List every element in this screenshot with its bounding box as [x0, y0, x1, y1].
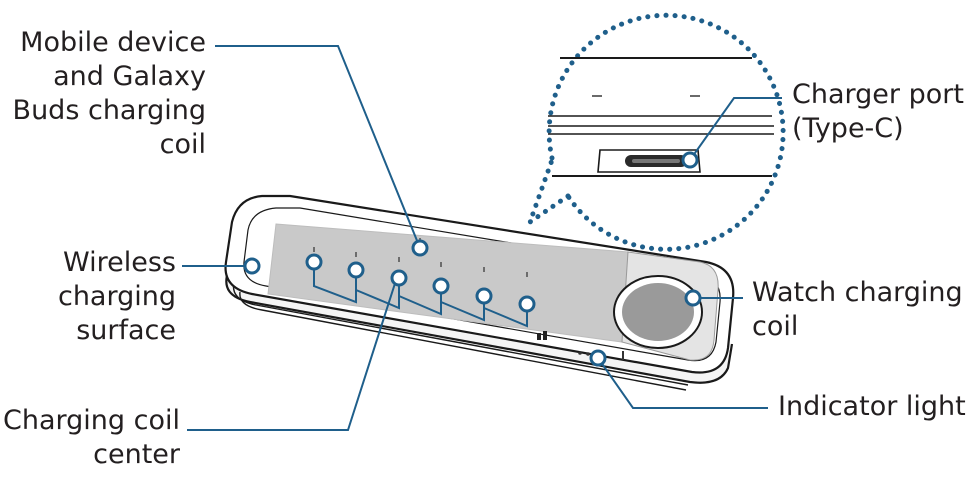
label-line: and Galaxy	[53, 61, 206, 92]
usb-c-port	[597, 149, 701, 173]
label-line: Charging coil	[3, 405, 180, 436]
label-line: Charger port	[792, 79, 964, 110]
label-line: Mobile device	[20, 27, 206, 58]
callout-lines	[182, 45, 782, 431]
zoom-device-edge	[548, 57, 774, 177]
callout-endpoints	[243, 151, 702, 367]
port-zoom-callout	[525, 7, 786, 252]
label-line: charging	[57, 281, 176, 312]
label-line: Indicator light	[778, 391, 966, 422]
label-indicator-light: Indicator light	[778, 390, 966, 424]
status-icon	[537, 331, 547, 340]
label-watch-charging-coil: Watch charging coil	[752, 276, 963, 344]
watch-coil-pad	[622, 283, 694, 341]
label-charging-coil-center: Charging coil center	[0, 404, 180, 472]
label-mobile-charging-coil: Mobile device and Galaxy Buds charging c…	[0, 26, 206, 162]
label-line: Buds charging	[12, 95, 206, 126]
label-line: (Type-C)	[792, 113, 904, 144]
watch-indicator-mark	[622, 351, 624, 360]
coil-center-markers	[305, 253, 536, 313]
label-line: Watch charging	[752, 277, 963, 308]
label-charger-port: Charger port (Type-C)	[792, 78, 964, 146]
label-line: coil	[752, 311, 799, 342]
label-line: surface	[76, 315, 176, 346]
label-line: coil	[159, 129, 206, 160]
label-line: Wireless	[63, 247, 176, 278]
label-wireless-charging-surface: Wireless charging surface	[0, 246, 176, 348]
label-line: center	[93, 439, 180, 470]
